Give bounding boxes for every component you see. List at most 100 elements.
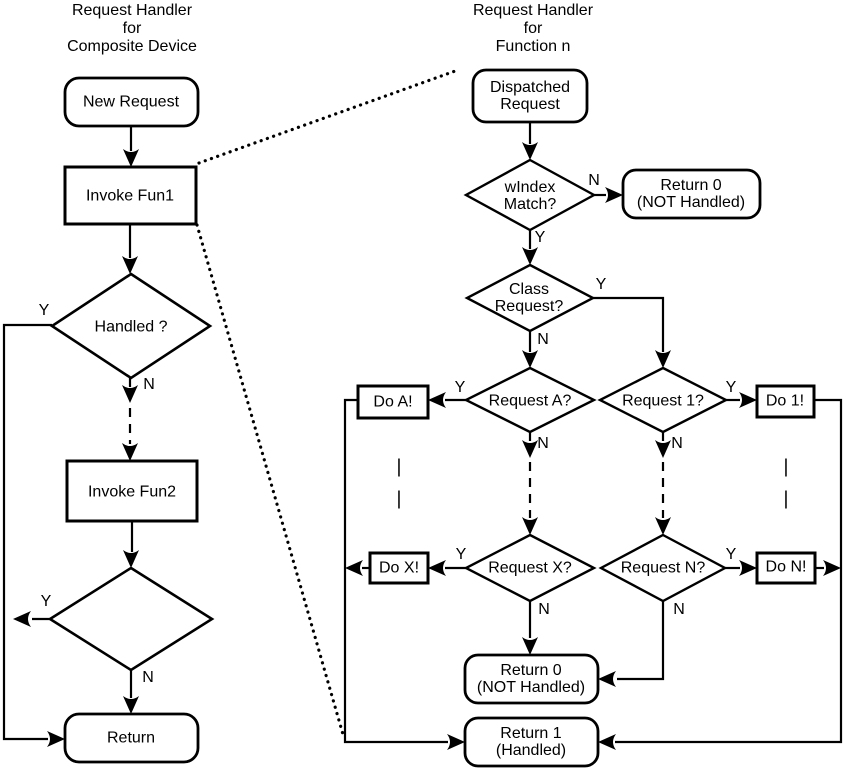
branch-label-requestn-no: N: [673, 601, 685, 618]
continuation-mark: |: [396, 456, 402, 478]
arrowhead-into-dox: [428, 560, 446, 576]
node-dispatched-request: [471, 68, 589, 124]
node-invoke-fun2: [65, 459, 199, 523]
edge-doa-rail-return1: [343, 398, 448, 744]
edge-class-yes: [593, 296, 665, 352]
node-handled-2: [47, 566, 215, 672]
label-windex-match: wIndex Match?: [503, 179, 557, 213]
node-do-1: [755, 384, 816, 419]
label-return0-top: Return 0 (NOT Handled): [636, 177, 746, 211]
arrowhead-into-invokefun1: [123, 149, 139, 167]
node-request-n: [598, 533, 728, 603]
arrowhead-leftrail-into-return1: [447, 734, 465, 750]
node-invoke-fun1: [63, 165, 198, 226]
label-return0-bottom: Return 0 (NOT Handled): [476, 662, 586, 696]
branch-label-handled1-no: N: [143, 376, 155, 393]
arrowhead-request1-no: [655, 440, 671, 458]
arrowhead-rightrail-into-return1: [598, 734, 616, 750]
branch-label-requestn-yes: Y: [725, 546, 737, 563]
node-do-x: [368, 551, 430, 585]
label-request-1: Request 1?: [622, 392, 704, 410]
label-invoke-fun2: Invoke Fun2: [87, 483, 177, 501]
node-new-request: [63, 76, 200, 128]
node-do-a: [356, 384, 430, 420]
branch-label-windex-no: N: [588, 172, 600, 189]
arrowhead-handled1-no: [122, 385, 138, 403]
arrowhead-into-requestx: [522, 517, 538, 535]
label-new-request: New Request: [82, 93, 180, 111]
left-chart-title: Request Handler for Composite Device: [67, 2, 197, 55]
node-return0-bottom: [463, 653, 600, 705]
branch-label-windex-yes: Y: [534, 229, 546, 246]
arrowhead-into-handled2: [123, 550, 139, 568]
label-do-a: Do A!: [373, 393, 413, 411]
zoom-dotted-line-bottom: [195, 223, 346, 740]
branch-label-requesta-yes: Y: [454, 379, 466, 396]
arrowhead-into-return0-bottom: [522, 637, 538, 655]
label-do-1: Do 1!: [765, 392, 805, 410]
arrowhead-requestn-into-return0: [598, 671, 616, 687]
branch-label-request1-yes: Y: [725, 379, 737, 396]
node-handled-1: [49, 272, 213, 380]
arrowhead-into-requesta: [522, 350, 538, 368]
continuation-mark: |: [396, 488, 402, 510]
node-return1: [463, 716, 600, 768]
branch-label-requesta-no: N: [537, 435, 549, 452]
arrowhead-don-into-rail: [823, 560, 841, 576]
arrowhead-into-don: [739, 560, 757, 576]
arrowhead-into-windex: [522, 142, 538, 160]
right-chart-title: Request Handler for Function n: [472, 2, 594, 55]
arrowhead-into-return0-top: [605, 187, 623, 203]
branch-label-class-no: N: [537, 331, 549, 348]
label-dispatched-request: Dispatched Request: [489, 79, 571, 113]
label-return-left: Return: [106, 729, 156, 747]
label-class-request: Class Request?: [494, 281, 564, 315]
label-do-x: Do X!: [378, 559, 420, 577]
branch-label-handled1-yes: Y: [38, 302, 50, 319]
arrowhead-into-return-left: [123, 696, 139, 714]
label-do-n: Do N!: [765, 558, 807, 576]
branch-label-requestx-yes: Y: [455, 546, 467, 563]
connector-lines: [2, 122, 843, 744]
label-request-n: Request N?: [620, 559, 706, 577]
node-class-request: [464, 263, 596, 333]
right-chart-nodes: [356, 68, 817, 768]
node-request-a: [463, 366, 597, 434]
edge-handled1-yes-rail: [2, 323, 52, 741]
arrowhead-handled2-yes-rail: [13, 611, 31, 627]
arrowhead-into-doa: [428, 392, 446, 408]
label-return1: Return 1 (Handled): [495, 725, 567, 759]
node-do-n: [755, 551, 817, 585]
node-request-x: [463, 533, 597, 603]
edge-requestn-return0: [617, 601, 665, 681]
arrowhead-into-class: [522, 247, 538, 265]
edge-do1-rail-return1: [615, 398, 843, 744]
arrowhead-requesta-no: [522, 440, 538, 458]
arrowheads: [13, 142, 841, 750]
label-request-a: Request A?: [488, 392, 572, 410]
arrowhead-rail-into-return-left: [47, 731, 65, 747]
branch-label-requestx-no: N: [538, 601, 550, 618]
node-request-1: [597, 366, 729, 434]
continuation-mark: |: [783, 456, 789, 478]
branch-label-request1-no: N: [671, 435, 683, 452]
continuation-mark: |: [783, 488, 789, 510]
zoom-indicator-lines: [195, 68, 460, 740]
label-handled-1: Handled ?: [94, 318, 168, 336]
branch-label-class-yes: Y: [595, 276, 607, 293]
arrowhead-into-request1: [655, 350, 671, 368]
node-return-left: [63, 712, 200, 764]
node-windex-match: [463, 158, 597, 232]
arrowhead-dox-into-rail: [345, 560, 363, 576]
left-chart-nodes: [47, 76, 215, 764]
node-return0-top: [621, 168, 762, 220]
arrowhead-into-invokefun2: [122, 443, 138, 461]
branch-label-handled2-yes: Y: [40, 593, 52, 610]
branch-label-handled2-no: N: [142, 669, 154, 686]
label-request-x: Request X?: [488, 559, 572, 577]
label-invoke-fun1: Invoke Fun1: [85, 187, 175, 205]
arrowhead-into-do1: [739, 392, 757, 408]
zoom-dotted-line-top: [197, 68, 460, 165]
